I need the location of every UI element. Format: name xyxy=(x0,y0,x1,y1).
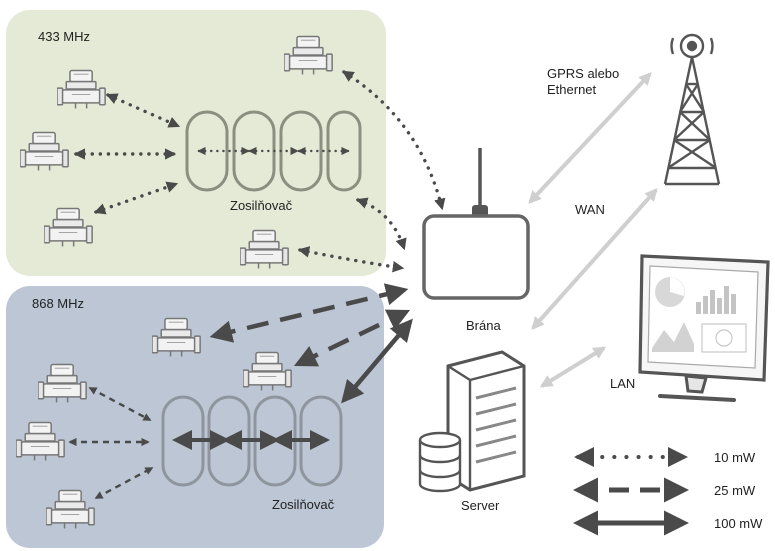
gprs-label-line1: GPRS alebo xyxy=(547,66,620,81)
links-25mw xyxy=(209,283,411,367)
repeater-868-label: Zosilňovač xyxy=(272,497,335,512)
cell-tower-icon xyxy=(663,33,721,186)
gateway-icon xyxy=(422,148,530,300)
links-10mw xyxy=(73,70,446,273)
links-network xyxy=(528,72,658,388)
link-100mw xyxy=(341,318,413,404)
legend-label-100mw: 100 mW xyxy=(714,516,763,531)
legend-label-25mw: 25 mW xyxy=(714,483,756,498)
server-icon xyxy=(446,350,526,492)
gprs-label-line2: Ethernet xyxy=(547,82,597,97)
legend-label-10mw: 10 mW xyxy=(714,450,756,465)
database-icon xyxy=(418,431,462,493)
links-25mw-local xyxy=(68,386,154,500)
legend xyxy=(573,447,689,536)
repeater-433-label: Zosilňovač xyxy=(230,198,293,213)
wan-label: WAN xyxy=(575,202,605,217)
server-label: Server xyxy=(461,498,500,513)
zone-868-label: 868 MHz xyxy=(32,296,85,311)
lan-label: LAN xyxy=(610,376,636,391)
gateway-label: Brána xyxy=(466,318,501,333)
zone-433-label: 433 MHz xyxy=(38,29,91,44)
monitor-icon xyxy=(638,254,770,402)
